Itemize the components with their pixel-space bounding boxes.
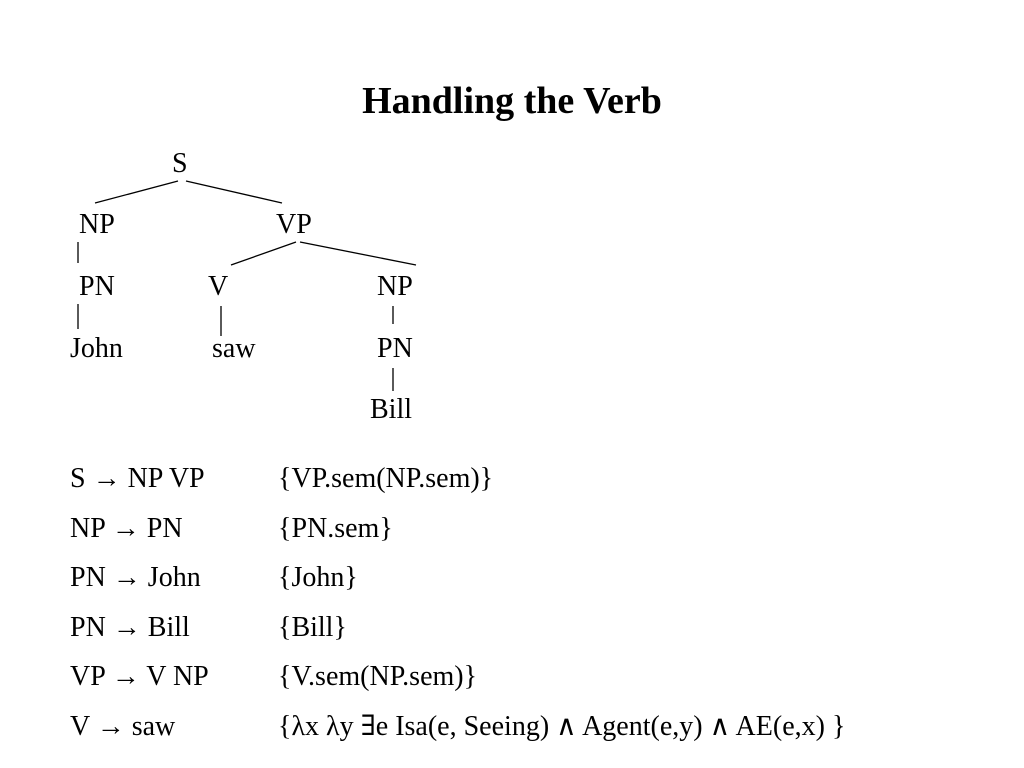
rule-semantics: {VP.sem(NP.sem)} (278, 463, 494, 494)
slide-title: Handling the Verb (362, 80, 662, 122)
rule-semantics: {V.sem(NP.sem)} (278, 661, 478, 692)
tree-leaf-bill: Bill (370, 394, 413, 425)
tree-leaf-john: John (70, 333, 123, 364)
parse-tree-edges (77, 180, 417, 391)
rule-production: S → NP VP (70, 463, 205, 494)
edge-vp-v (230, 241, 297, 266)
parse-tree: S NP VP PN V NP John saw PN Bill (70, 148, 417, 425)
tree-node-vp: VP (276, 209, 312, 240)
grammar-rule: PN → Bill {Bill} (70, 611, 1010, 661)
edge-s-np (94, 180, 179, 204)
rule-production: PN → John (70, 562, 201, 593)
tree-node-s: S (172, 148, 188, 179)
rule-semantics: {Bill} (278, 611, 347, 643)
rule-production: PN → Bill (70, 611, 190, 643)
tree-node-v: V (208, 271, 229, 302)
grammar-rules: S → NP VP {VP.sem(NP.sem)} NP → PN {PN.s… (70, 462, 1010, 759)
rule-semantics: {PN.sem} (278, 512, 393, 544)
rule-production: V → saw (70, 710, 176, 742)
rule-production: VP → V NP (70, 661, 209, 692)
rule-semantics: {John} (278, 562, 358, 593)
rule-production: NP → PN (70, 512, 183, 544)
tree-node-pn-right: PN (377, 333, 413, 364)
grammar-rule: S → NP VP {VP.sem(NP.sem)} (70, 462, 1010, 512)
tree-node-np: NP (79, 209, 115, 240)
grammar-rule: PN → John {John} (70, 561, 1010, 611)
grammar-rule: VP → V NP {V.sem(NP.sem)} (70, 660, 1010, 710)
grammar-rule: V → saw {λx λy ∃e Isa(e, Seeing) ∧ Agent… (70, 710, 1010, 760)
tree-node-pn-left: PN (79, 271, 115, 302)
edge-vp-np (299, 241, 417, 266)
rule-semantics: {λx λy ∃e Isa(e, Seeing) ∧ Agent(e,y) ∧ … (278, 710, 846, 742)
tree-leaf-saw: saw (212, 333, 256, 364)
edge-s-vp (185, 180, 283, 204)
grammar-rule: NP → PN {PN.sem} (70, 512, 1010, 562)
tree-node-np-right: NP (377, 271, 413, 302)
